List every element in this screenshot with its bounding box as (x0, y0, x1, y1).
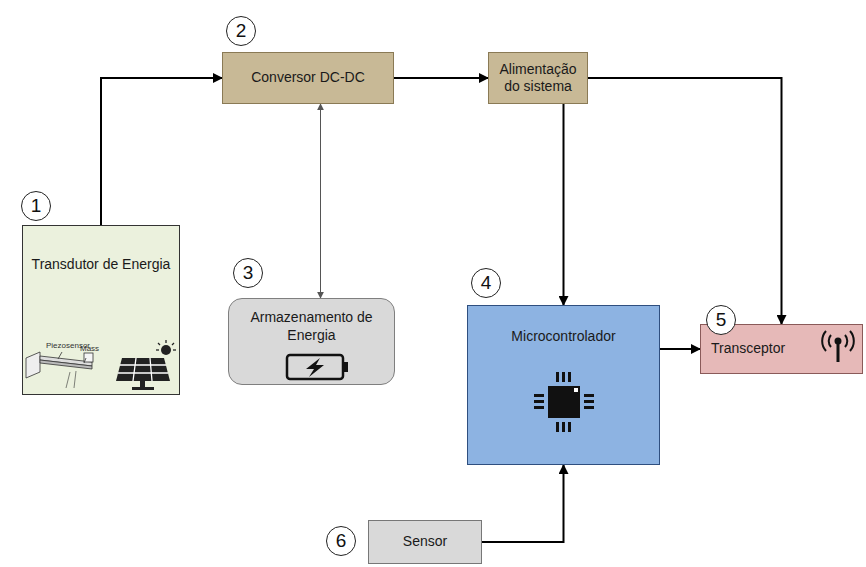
transducer-box: Transdutor de Energia (22, 225, 180, 395)
arrow-connector (563, 104, 565, 305)
box-label: Alimentação do sistema (495, 61, 581, 96)
arrow-connector (588, 78, 782, 324)
process-box: Alimentação do sistema (488, 52, 588, 104)
callout-number: 6 (326, 526, 356, 556)
box-label: Sensor (403, 533, 447, 551)
solar-panel-icon (116, 340, 176, 390)
box-label: Microcontrolador (511, 328, 615, 346)
callout-number: 3 (233, 258, 263, 288)
microcontroller-box: Microcontrolador (467, 305, 660, 465)
arrow-connector (482, 465, 564, 542)
chip-icon (534, 372, 594, 432)
arrow-connector (101, 78, 222, 225)
callout-number: 1 (21, 191, 51, 221)
storage-box: Armazenamento de Energia (228, 298, 395, 385)
arrow-connector (394, 77, 488, 79)
arrow-connector (320, 104, 321, 298)
callout-number: 4 (471, 268, 501, 298)
box-label: Conversor DC-DC (251, 69, 365, 87)
battery-icon (287, 355, 348, 379)
box-label: Transceptor (711, 340, 785, 358)
piezo-illustration (26, 352, 93, 388)
antenna-icon (822, 331, 854, 362)
part-label: Mass (80, 344, 99, 353)
process-box: Conversor DC-DC (222, 52, 394, 104)
arrow-connector (660, 348, 700, 350)
sensor-box: Sensor (368, 520, 482, 564)
box-label: Transdutor de Energia (32, 256, 171, 274)
callout-number: 5 (706, 305, 736, 335)
box-label: Armazenamento de Energia (235, 309, 388, 344)
callout-number: 2 (226, 16, 256, 46)
